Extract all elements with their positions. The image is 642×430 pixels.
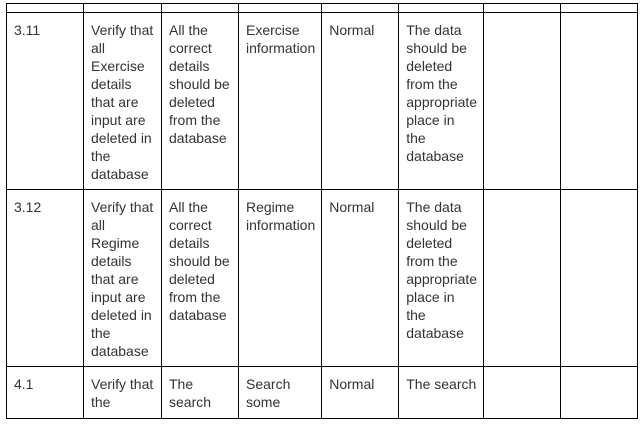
cell-empty-6 — [483, 189, 562, 367]
cell-expected-result: The search — [398, 366, 485, 419]
cell-expected-result-text: The search — [406, 376, 477, 392]
cell-test-description: Verify that all Regime details that are … — [83, 189, 162, 367]
table-row: 3.12 Verify that all Regime details that… — [6, 189, 639, 367]
cell-test-description: Verify that all Exercise details that ar… — [83, 12, 162, 190]
cell-empty-6 — [483, 366, 562, 419]
cell-id-text: 3.11 — [14, 22, 41, 38]
cell-expected-result: The data should be deleted from the appr… — [398, 189, 485, 367]
cell-empty-7 — [560, 12, 639, 190]
cell-type: Normal — [321, 189, 400, 367]
cell-empty-7 — [560, 366, 639, 419]
cell-expected-condition-text: The search — [169, 376, 212, 410]
cell-expected-condition: All the correct details should be delete… — [161, 189, 239, 367]
table-cell — [321, 3, 400, 13]
table-row-clipped-top — [6, 3, 639, 13]
table-cell — [560, 3, 639, 13]
table-row: 3.11 Verify that all Exercise details th… — [6, 12, 639, 190]
cell-input-data-text: Regime information — [246, 199, 316, 233]
cell-type-text: Normal — [329, 22, 375, 38]
cell-expected-condition: The search — [161, 366, 239, 419]
cell-empty-6 — [483, 12, 562, 190]
cell-empty-7 — [560, 189, 639, 367]
cell-test-description-text: Verify that the — [91, 376, 154, 410]
table-cell — [237, 3, 323, 13]
table-cell — [398, 3, 485, 13]
cell-input-data-text: Search some — [246, 376, 291, 410]
cell-type: Normal — [321, 366, 400, 419]
cell-type-text: Normal — [329, 199, 375, 215]
cell-input-data: Regime information — [237, 189, 323, 367]
cell-expected-condition: All the correct details should be delete… — [161, 12, 239, 190]
cell-expected-result-text: The data should be deleted from the appr… — [406, 22, 478, 164]
cell-expected-condition-text: All the correct details should be delete… — [169, 199, 230, 323]
cell-id-text: 4.1 — [14, 376, 34, 392]
cell-id: 4.1 — [6, 366, 84, 419]
table-cell — [83, 3, 162, 13]
table-cell — [161, 3, 239, 13]
table-cell — [6, 3, 84, 13]
cell-test-description-text: Verify that all Exercise details that ar… — [91, 22, 154, 182]
cell-id: 3.12 — [6, 189, 84, 367]
cell-input-data-text: Exercise information — [246, 22, 316, 56]
cell-id-text: 3.12 — [14, 199, 42, 215]
cell-expected-result: The data should be deleted from the appr… — [398, 12, 485, 190]
cell-input-data: Exercise information — [237, 12, 323, 190]
test-case-table: 3.11 Verify that all Exercise details th… — [6, 3, 639, 419]
cell-id: 3.11 — [6, 12, 84, 190]
cell-input-data: Search some — [237, 366, 323, 419]
cell-test-description: Verify that the — [83, 366, 162, 419]
cell-test-description-text: Verify that all Regime details that are … — [91, 199, 154, 359]
table-cell — [483, 3, 562, 13]
cell-type: Normal — [321, 12, 400, 190]
table-row: 4.1 Verify that the The search Search so… — [6, 366, 639, 419]
cell-expected-condition-text: All the correct details should be delete… — [169, 22, 230, 146]
cell-type-text: Normal — [329, 376, 375, 392]
cell-expected-result-text: The data should be deleted from the appr… — [406, 199, 478, 341]
